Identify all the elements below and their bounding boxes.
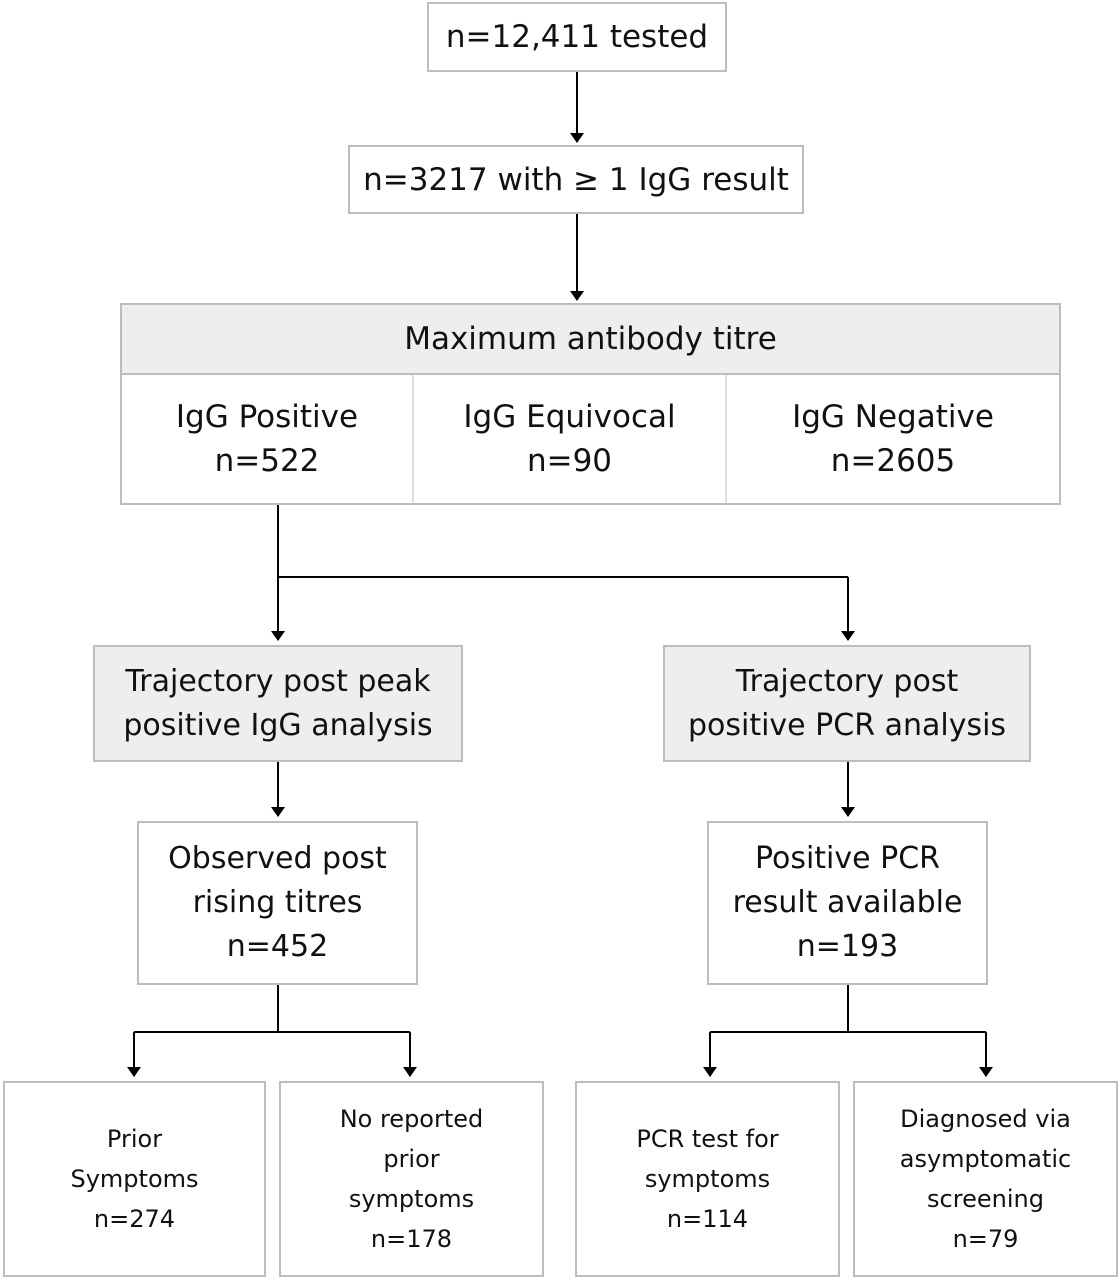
observed-line-1: Observed post [168, 841, 387, 876]
igg-result-line-1: n=3217 with ≥ 1 IgG result [363, 161, 789, 198]
traj-igg-box: Trajectory post peak positive IgG analys… [93, 645, 463, 762]
igg-positive-count: n=522 [214, 443, 320, 479]
max-titre-table: Maximum antibody titre IgG Positive n=52… [120, 303, 1061, 505]
asymptomatic-line-3: screening [927, 1185, 1044, 1213]
tested-line-1: n=12,411 tested [445, 19, 709, 55]
prior-symptoms-box: Prior Symptoms n=274 [3, 1081, 266, 1277]
asymptomatic-line-2: asymptomatic [899, 1145, 1072, 1173]
max-titre-header: Maximum antibody titre [122, 305, 1059, 375]
max-titre-header-text: Maximum antibody titre [404, 321, 777, 357]
traj-pcr-line-2: positive PCR analysis [687, 707, 1007, 743]
igg-result-box: n=3217 with ≥ 1 IgG result [348, 145, 804, 214]
igg-negative-label: IgG Negative [792, 399, 994, 435]
no-prior-line-3: symptoms [348, 1185, 475, 1213]
igg-negative-count: n=2605 [830, 443, 956, 479]
tested-box: n=12,411 tested [427, 2, 727, 72]
prior-symptoms-line-2: Symptoms [70, 1165, 199, 1193]
asymptomatic-count: n=79 [952, 1225, 1019, 1253]
traj-pcr-line-1: Trajectory post [735, 663, 959, 699]
igg-negative-cell: IgG Negative n=2605 [727, 375, 1059, 503]
observed-line-2: rising titres [192, 885, 363, 920]
pcr-available-line-1: Positive PCR [754, 841, 941, 876]
asymptomatic-line-1: Diagnosed via [900, 1105, 1071, 1133]
pcr-available-box: Positive PCR result available n=193 [707, 821, 988, 985]
pcr-symptoms-count: n=114 [666, 1205, 749, 1233]
observed-count: n=452 [226, 929, 329, 964]
igg-equivocal-count: n=90 [526, 443, 613, 479]
no-prior-count: n=178 [370, 1225, 453, 1253]
pcr-symptoms-box: PCR test for symptoms n=114 [575, 1081, 840, 1277]
traj-pcr-box: Trajectory post positive PCR analysis [663, 645, 1031, 762]
pcr-available-count: n=193 [796, 929, 899, 964]
traj-igg-line-1: Trajectory post peak [125, 663, 431, 699]
igg-positive-cell: IgG Positive n=522 [122, 375, 414, 503]
prior-symptoms-count: n=274 [93, 1205, 176, 1233]
traj-igg-line-2: positive IgG analysis [123, 707, 433, 743]
pcr-symptoms-line-1: PCR test for [636, 1125, 779, 1153]
observed-box: Observed post rising titres n=452 [137, 821, 418, 985]
prior-symptoms-line-1: Prior [106, 1125, 163, 1153]
pcr-available-line-2: result available [732, 885, 963, 920]
pcr-symptoms-line-2: symptoms [644, 1165, 771, 1193]
igg-equivocal-label: IgG Equivocal [463, 399, 676, 435]
no-prior-line-2: prior [383, 1145, 440, 1173]
no-prior-box: No reported prior symptoms n=178 [279, 1081, 544, 1277]
no-prior-line-1: No reported [339, 1105, 484, 1133]
asymptomatic-box: Diagnosed via asymptomatic screening n=7… [853, 1081, 1118, 1277]
igg-positive-label: IgG Positive [175, 399, 359, 435]
igg-equivocal-cell: IgG Equivocal n=90 [414, 375, 727, 503]
